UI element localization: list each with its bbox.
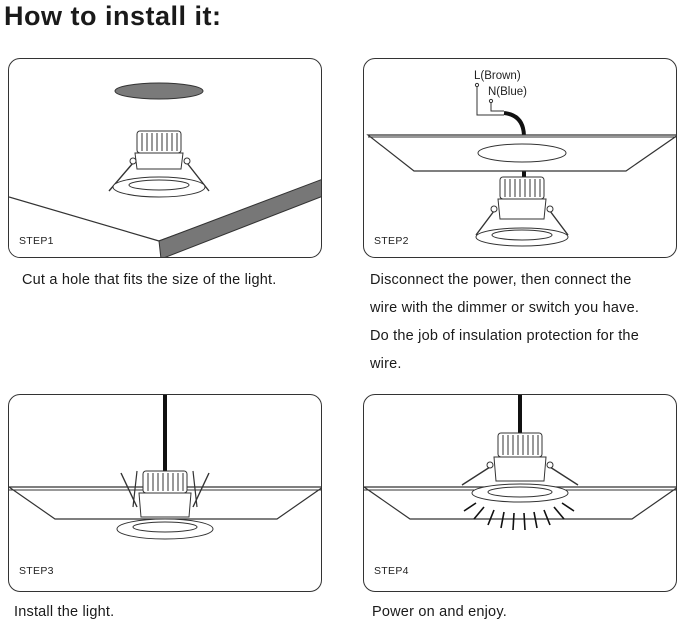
caption-line: Disconnect the power, then connect the bbox=[370, 272, 632, 288]
step4-illustration bbox=[364, 395, 676, 531]
ceiling-board bbox=[9, 197, 159, 257]
step3-caption: Install the light. bbox=[14, 602, 114, 622]
downlight-fixture bbox=[475, 176, 569, 247]
step1-caption: Cut a hole that fits the size of the lig… bbox=[22, 266, 276, 294]
step3-illustration bbox=[9, 395, 321, 540]
neutral-wire-label: N(Blue) bbox=[488, 86, 527, 98]
ceiling-hole bbox=[114, 82, 204, 100]
caption-line: Install the light. bbox=[14, 604, 115, 620]
step2-illustration: L(Brown) N(Blue) bbox=[366, 70, 676, 247]
step-label: STEP2 bbox=[374, 235, 409, 247]
step3-panel: STEP3 bbox=[8, 394, 322, 592]
light-rays bbox=[463, 502, 575, 531]
page-title: How to install it: bbox=[4, 1, 222, 31]
step1-panel: STEP1 bbox=[8, 58, 322, 258]
step-label: STEP3 bbox=[19, 565, 54, 577]
step4-panel: STEP4 bbox=[363, 394, 677, 592]
live-wire-label: L(Brown) bbox=[474, 70, 521, 82]
step-label: STEP1 bbox=[19, 235, 54, 247]
ceiling-board bbox=[364, 486, 676, 520]
step4-caption: Power on and enjoy. bbox=[372, 602, 507, 622]
caption-line: Do the job of insulation protection for … bbox=[370, 328, 639, 344]
step2-caption: Disconnect the power, then connect the w… bbox=[370, 266, 639, 378]
step1-illustration bbox=[9, 82, 321, 257]
downlight-fixture bbox=[116, 470, 214, 540]
caption-line: wire with the dimmer or switch you have. bbox=[370, 300, 640, 316]
wire-leads bbox=[474, 82, 504, 116]
downlight-fixture bbox=[461, 432, 579, 486]
downlight-fixture bbox=[108, 130, 210, 198]
caption-line: Cut a hole that fits the size of the lig… bbox=[22, 272, 277, 288]
step-label: STEP4 bbox=[374, 565, 409, 577]
caption-line: Power on and enjoy. bbox=[372, 604, 507, 620]
step2-panel: L(Brown) N(Blue) STEP2 bbox=[363, 58, 677, 258]
caption-line: wire. bbox=[370, 356, 402, 372]
board-edge bbox=[158, 179, 321, 257]
ceiling-hole bbox=[477, 143, 567, 163]
